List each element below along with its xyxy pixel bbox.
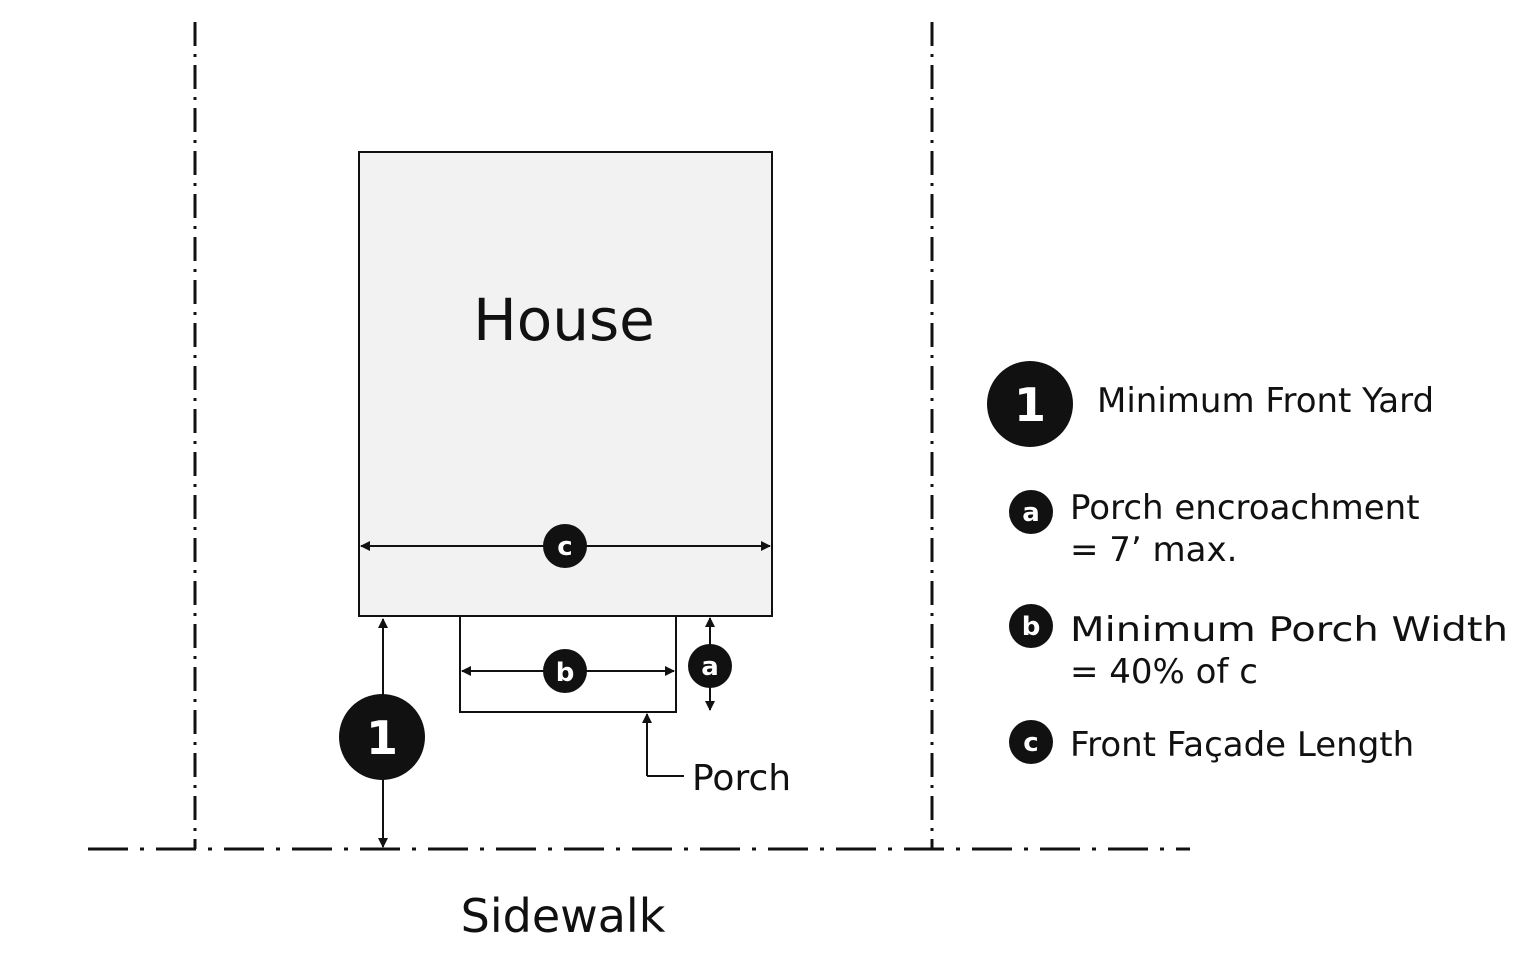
legend-badge-b	[1009, 604, 1053, 648]
legend-item-c: c Front Façade Length	[1009, 720, 1414, 765]
legend-item-a: a Porch encroachment = 7’ max.	[1009, 488, 1420, 570]
house-label: House	[473, 286, 655, 354]
legend-item-b: b Minimum Porch Width = 40% of c	[1009, 604, 1508, 692]
badge-front-yard	[339, 694, 425, 780]
legend-badge-a	[1009, 490, 1053, 534]
badge-c-label: c	[557, 532, 572, 562]
badge-c	[543, 524, 587, 568]
badge-a	[688, 644, 732, 688]
porch-label: Porch	[692, 758, 791, 799]
legend-badge-1-label: 1	[1014, 378, 1046, 432]
legend-item-front-yard: 1 Minimum Front Yard	[987, 361, 1434, 447]
legend-badge-c-label: c	[1023, 728, 1038, 758]
legend-item-1-text: Minimum Front Yard	[1097, 381, 1434, 421]
legend-badge-c	[1009, 720, 1053, 764]
legend-badge-1	[987, 361, 1073, 447]
badge-a-label: a	[701, 652, 719, 682]
badge-b-label: b	[556, 658, 575, 688]
legend-badge-b-label: b	[1022, 612, 1041, 642]
legend-badge-a-label: a	[1022, 498, 1040, 528]
legend-item-a-text: Porch encroachment	[1070, 488, 1420, 528]
legend: 1 Minimum Front Yard a Porch encroachmen…	[987, 361, 1508, 765]
sidewalk-label: Sidewalk	[461, 889, 666, 943]
legend-item-c-text: Front Façade Length	[1070, 725, 1414, 765]
badge-b	[543, 649, 587, 693]
legend-item-b-text: Minimum Porch Width	[1070, 610, 1508, 650]
badge-front-yard-label: 1	[366, 711, 398, 765]
legend-item-b-text-2: = 40% of c	[1070, 652, 1258, 692]
legend-item-a-text-2: = 7’ max.	[1070, 530, 1237, 570]
